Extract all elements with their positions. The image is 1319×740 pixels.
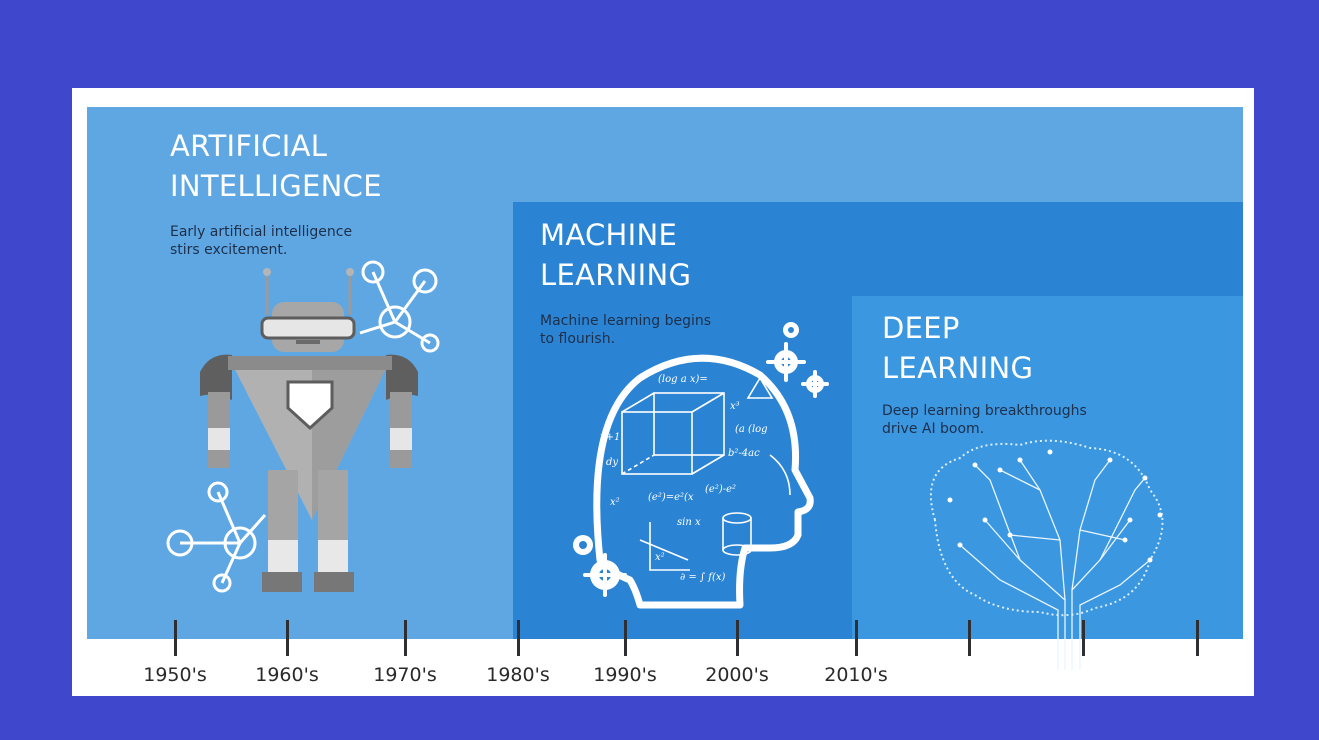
svg-text:x³: x³ — [730, 401, 740, 412]
svg-text:sin x: sin x — [677, 517, 701, 528]
ai-desc-line1: Early artificial intelligence — [170, 224, 353, 240]
ai-title: ARTIFICIAL INTELLIGENCE — [170, 126, 382, 206]
ml-desc-line1: Machine learning begins — [540, 313, 712, 329]
ml-title-line1: MACHINE — [540, 218, 678, 252]
ml-title: MACHINE LEARNING — [540, 215, 691, 295]
svg-text:b²-4ac: b²-4ac — [728, 448, 760, 459]
svg-text:dy: dy — [606, 457, 618, 468]
dl-era-panel — [852, 296, 1243, 639]
ml-desc-line2: to flourish. — [540, 331, 616, 347]
dl-title: DEEP LEARNING — [882, 308, 1033, 388]
ml-title-line2: LEARNING — [540, 258, 692, 292]
svg-text:x²: x² — [610, 497, 620, 508]
ai-desc-line2: stirs excitement. — [170, 242, 288, 258]
ai-title-line1: ARTIFICIAL — [170, 129, 328, 163]
ai-description: Early artificial intelligence stirs exci… — [170, 223, 352, 259]
dl-description: Deep learning breakthroughs drive AI boo… — [882, 402, 1087, 438]
ai-title-line2: INTELLIGENCE — [170, 169, 382, 203]
dl-title-line2: LEARNING — [882, 351, 1034, 385]
ml-description: Machine learning begins to flourish. — [540, 312, 711, 348]
svg-text:(log a x)=: (log a x)= — [658, 374, 708, 385]
svg-text:x²: x² — [655, 552, 665, 563]
svg-text:(e²)=e²(x: (e²)=e²(x — [648, 492, 694, 503]
dl-desc-line1: Deep learning breakthroughs — [882, 403, 1087, 419]
dl-desc-line2: drive AI boom. — [882, 421, 985, 437]
svg-text:(e²)-e²: (e²)-e² — [705, 484, 736, 495]
svg-text:x+1: x+1 — [600, 432, 620, 443]
dl-title-line1: DEEP — [882, 311, 960, 345]
svg-text:(a (log: (a (log — [735, 424, 768, 435]
svg-text:∂ = ∫ f(x): ∂ = ∫ f(x) — [680, 572, 726, 583]
